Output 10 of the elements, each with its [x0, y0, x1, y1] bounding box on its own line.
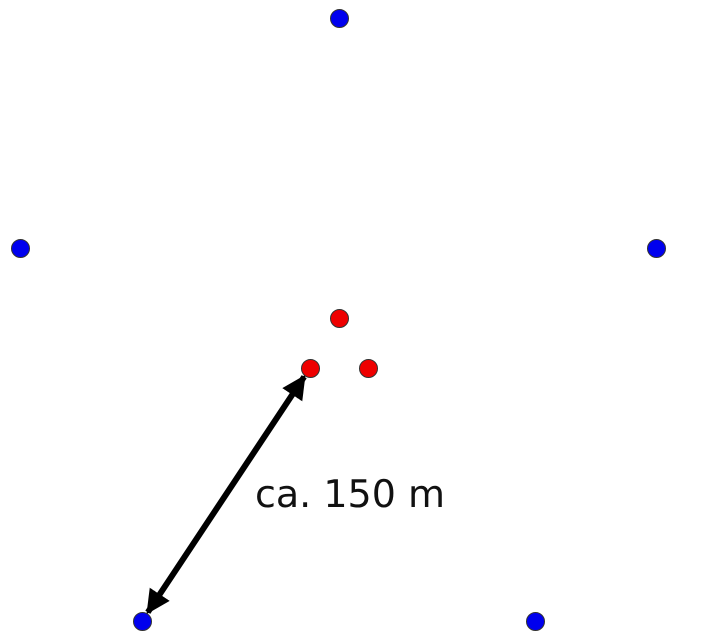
location-dot — [358, 358, 378, 378]
location-dot — [132, 612, 152, 630]
double-arrow — [145, 374, 307, 614]
edge-label: ca. 150 m — [255, 472, 445, 516]
location-dot — [10, 238, 30, 258]
location-dot — [646, 238, 666, 258]
location-dot — [330, 8, 348, 28]
location-dot — [330, 308, 348, 328]
location-dot — [526, 612, 544, 630]
location-dot — [300, 358, 320, 378]
